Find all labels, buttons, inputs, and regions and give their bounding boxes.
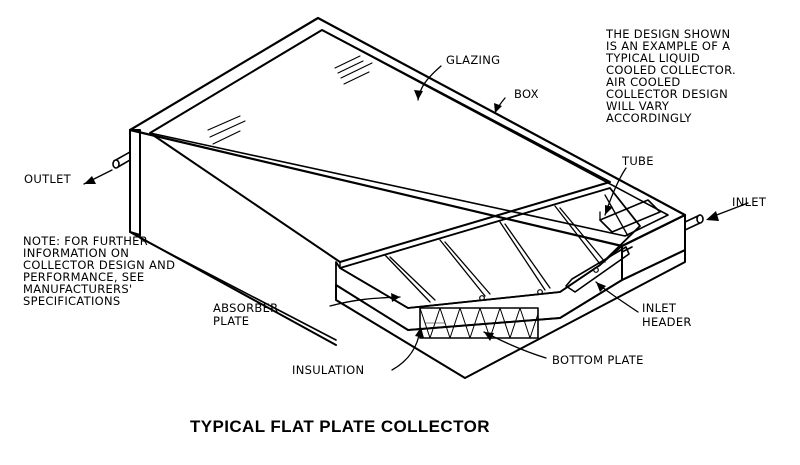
design-note-line: COOLED COLLECTOR. [606,63,736,77]
diagram-title: TYPICAL FLAT PLATE COLLECTOR [190,417,490,436]
inlet-leader [713,202,749,217]
further-info-line: COLLECTOR DESIGN AND [23,258,175,272]
bottom-plate-leader [483,331,547,359]
label-inlet: INLET [732,195,767,209]
label-tube: TUBE [621,154,654,168]
outlet-pipe [112,151,131,169]
glazing [149,29,611,263]
design-note-line: THE DESIGN SHOWN [605,27,730,41]
label-absorber-plate-line1: ABSORBER [213,301,278,315]
design-note: THE DESIGN SHOWN IS AN EXAMPLE OF A TYPI… [605,27,736,125]
design-note-line: IS AN EXAMPLE OF A [606,39,730,53]
design-note-line: AIR COOLED [606,75,681,89]
label-absorber-plate-line2: PLATE [213,314,249,328]
design-note-line: ACCORDINGLY [606,111,692,125]
design-note-line: COLLECTOR DESIGN [606,87,728,101]
further-info-line: NOTE: FOR FURTHER [23,234,148,248]
further-info-line: INFORMATION ON [23,246,129,260]
label-glazing: GLAZING [446,53,500,67]
further-info-line: PERFORMANCE, SEE [23,270,144,284]
label-bottom-plate: BOTTOM PLATE [552,353,644,367]
design-note-line: TYPICAL LIQUID [605,51,700,65]
leader-lines [83,65,749,371]
inlet-header [565,246,630,293]
collector-drawing [112,16,704,379]
label-box: BOX [514,87,539,101]
label-outlet: OUTLET [24,172,72,186]
box-inner-rim [149,29,669,237]
label-inlet-header-line2: HEADER [642,315,692,329]
label-insulation: INSULATION [292,363,364,377]
absorber-leader [329,296,401,307]
inlet-pipe [621,214,704,253]
box-outline [128,16,687,248]
glazing-reflection-marks [207,55,373,145]
further-info-line: SPECIFICATIONS [23,294,121,308]
insulation-batt [419,307,539,339]
further-info-note: NOTE: FOR FURTHER INFORMATION ON COLLECT… [23,234,175,308]
further-info-line: MANUFACTURERS' [23,282,132,296]
absorber-tubes [384,194,629,303]
box-front-face [129,129,141,236]
label-inlet-header-line1: INLET [642,301,677,315]
design-note-line: WILL VARY [606,99,670,113]
